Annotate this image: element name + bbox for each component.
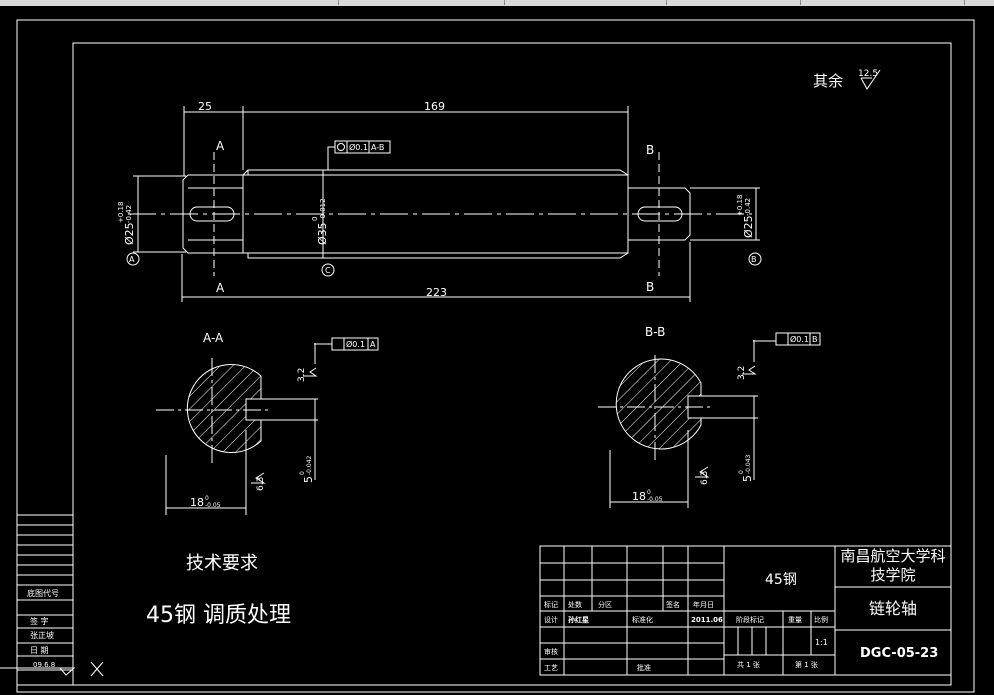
section-aa-view [156,337,379,515]
note-label: 其余 [813,72,843,90]
section-bb-sym-ref: B [812,335,818,344]
datum-b-letter: B [751,255,757,264]
dia-mid-lower: -0.012 [319,198,327,221]
side-row-1: 底图代号 [27,588,59,598]
outer-frame [16,19,975,693]
section-a-top: A [216,139,225,153]
datum-a-marker [126,252,140,266]
datum-c-letter: C [325,266,331,275]
section-aa-depth: 5 [302,476,315,483]
section-bb-depth-lower: -0.043 [745,454,752,474]
section-bb-rough-b: 6.3 [700,471,710,485]
section-a-bottom: A [216,281,225,295]
tb-review: 审核 [544,647,558,656]
section-aa-width-upper: 0 [205,495,209,502]
requirements-line: 45钢 调质处理 [146,603,291,628]
tb-weight: 重量 [788,616,802,624]
section-aa-depth-lower: -0.042 [306,455,313,475]
section-bb-depth-upper: 0 [738,470,745,474]
section-bb-view [598,332,821,508]
section-bb-sym-tol: Ø0.1 [790,334,809,344]
title-block [539,545,952,676]
tb-drawing-no: DGC-05-23 [860,646,938,661]
section-bb-width-lower: -0.05 [647,496,663,503]
section-b-bottom: B [646,280,654,294]
dia-left-lower: -0.42 [125,205,133,223]
dia-right-lower: -0.42 [744,198,752,216]
section-aa-rough-a: 3.2 [297,368,307,382]
shaft-main-view [126,106,762,302]
dim-middle: 169 [424,100,445,113]
datum-a-letter: A [129,255,135,264]
section-bb-rough-a: 3.2 [737,366,747,380]
datum-c-marker [321,263,335,277]
dim-total: 223 [426,286,447,299]
tb-approve: 批准 [637,663,651,672]
tb-scale: 1:1 [815,638,828,647]
section-aa-width: 18 [190,496,204,509]
tb-designer: 孙红星 [568,615,589,624]
tb-date: 2011.06 [691,616,723,624]
section-bb-title: B-B [645,325,665,339]
tb-scale-label: 比例 [814,615,828,624]
tb-design: 设计 [544,615,558,624]
tb-h-zone: 分区 [598,600,612,609]
tb-stage: 阶段标记 [736,615,764,624]
tb-sheet-no: 第 1 张 [795,660,818,669]
runout-reference: A-B [371,143,384,152]
section-aa-width-lower: -0.05 [205,502,221,509]
section-aa-rough-b: 6.3 [256,477,266,491]
tb-h-sign: 签名 [666,600,680,609]
side-row-5: 09.6.8 [33,661,55,669]
tb-total-sheets: 共 1 张 [737,660,760,669]
dim-left: 25 [198,100,212,113]
section-bb-width-upper: 0 [647,489,651,496]
window-toolbar-strip [0,0,994,6]
tb-h-mark: 标记 [544,600,558,609]
side-table [16,514,74,686]
tb-process: 工艺 [544,664,558,672]
ucs-arrow [59,667,76,676]
requirements-heading: 技术要求 [186,553,258,574]
section-bb-depth: 5 [741,475,754,482]
dia-left-upper: +0.18 [117,202,125,223]
datum-b-marker [748,252,762,266]
tb-material: 45钢 [765,572,797,588]
runout-tolerance: Ø0.1 [349,142,368,152]
dia-right: Ø25 [742,215,755,238]
side-row-3: 张正坡 [30,630,54,640]
inner-frame [72,42,952,686]
tb-h-count: 处数 [568,600,582,609]
roughness-value: 12.5 [858,69,878,79]
tb-school: 南昌航空大学科技学院 [840,547,946,584]
dia-mid-upper: 0 [311,217,319,221]
runout-frame [334,140,391,154]
section-aa-title: A-A [203,331,224,345]
section-aa-sym-ref: A [370,340,376,349]
side-row-2: 签 字 [30,616,49,626]
section-aa-sym-tol: Ø0.1 [346,339,365,349]
section-bb-width: 18 [632,490,646,503]
tb-part-name: 链轮轴 [869,599,917,618]
section-aa-depth-upper: 0 [299,471,306,475]
side-row-4: 日 期 [30,646,49,655]
dia-right-upper: +0.18 [736,195,744,216]
section-b-top: B [646,143,654,157]
dia-mid: Ø35 [316,222,329,245]
tb-h-date: 年月日 [693,600,714,609]
dia-left: Ø25 [123,222,136,245]
roughness-symbol: 12.5 [858,69,881,90]
tb-standard: 标准化 [632,615,653,624]
